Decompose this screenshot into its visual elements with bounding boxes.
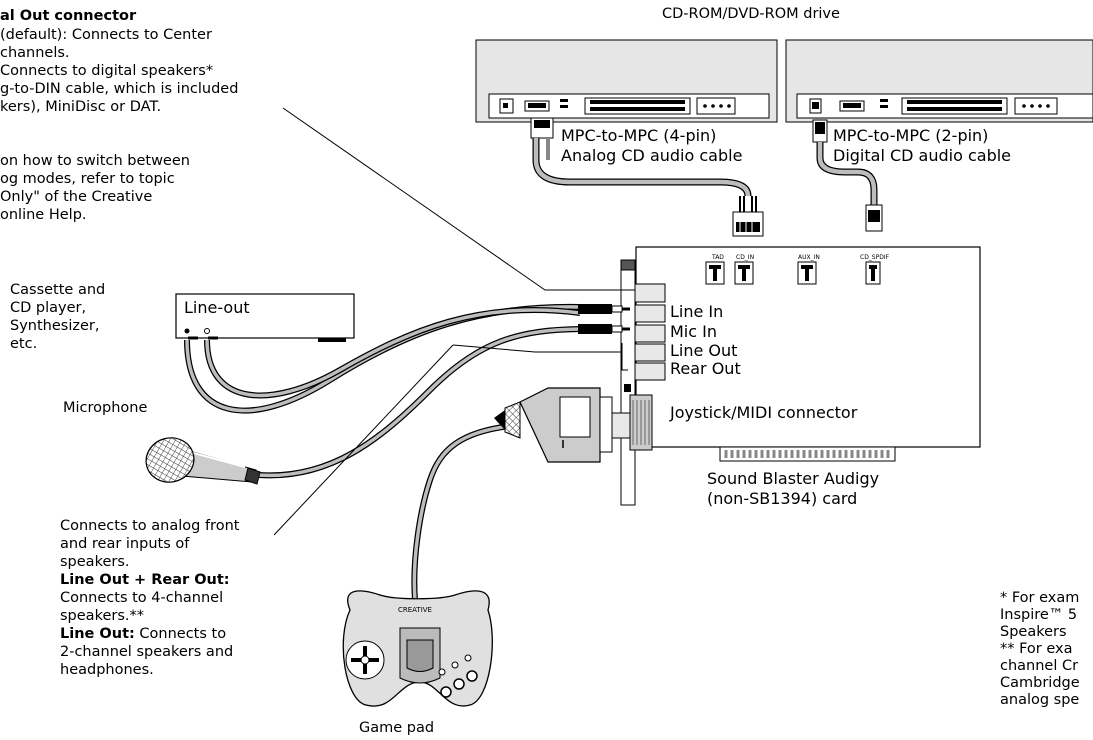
card-name: Sound Blaster Audigy	[707, 469, 880, 488]
footnote-line: Cambridge	[1000, 675, 1080, 691]
microphone-label: Microphone	[63, 400, 148, 416]
card-name: (non-SB1394) card	[707, 489, 858, 508]
cassette-player	[175, 293, 355, 342]
footnote-line: * For exam	[1000, 590, 1080, 606]
drives-title: CD-ROM/DVD-ROM drive	[662, 6, 840, 22]
intro-note-line: Only" of the Creative	[0, 189, 153, 205]
header-label-tad: TAD	[712, 254, 724, 261]
intro-title: al Out connector	[0, 8, 137, 24]
leader-lines	[273, 107, 635, 536]
footnote-line: analog spe	[1000, 692, 1080, 708]
cassette-label: etc.	[10, 336, 38, 352]
header-label-cd-in: CD_IN	[736, 254, 755, 261]
outputs-note-bold: Line Out + Rear Out:	[60, 572, 230, 588]
intro-line: kers), MiniDisc or DAT.	[0, 99, 162, 115]
analog-cable-label: Analog CD audio cable	[561, 146, 743, 165]
outputs-note-line: and rear inputs of	[60, 536, 190, 552]
jack-line-in: Line In	[670, 302, 724, 321]
jack-mic-in: Mic In	[670, 322, 717, 341]
gamepad-cable	[411, 422, 521, 601]
gamepad	[342, 590, 493, 707]
gamepad-label: Game pad	[359, 720, 435, 736]
outputs-note-line: Connects to 4-channel	[60, 590, 224, 606]
jack-rear-out: Rear Out	[670, 359, 741, 378]
intro-line: (default): Connects to Center	[0, 27, 212, 43]
intro-note-line: online Help.	[0, 207, 87, 223]
footnote-line: Inspire™ 5	[1000, 607, 1078, 623]
cassette-label: CD player,	[10, 300, 87, 316]
audio-plugs	[578, 304, 630, 334]
footnote-line: channel Cr	[1000, 658, 1079, 674]
joystick-connector	[494, 387, 631, 463]
header-label-aux-in: AUX_IN	[798, 254, 820, 261]
joystick-label: Joystick/MIDI connector	[670, 403, 858, 422]
outputs-note-line: speakers.	[60, 554, 130, 570]
cassette-label: Cassette and	[10, 282, 106, 298]
jack-line-out: Line Out	[670, 341, 738, 360]
outputs-note-line-out: Line Out: Connects to	[60, 626, 227, 642]
audio-cables	[184, 303, 581, 479]
intro-note-line: on how to switch between	[0, 153, 190, 169]
analog-cable-label: MPC-to-MPC (4-pin)	[561, 126, 717, 145]
cd-drive-analog	[475, 39, 778, 123]
outputs-note-line: speakers.**	[60, 608, 144, 624]
digital-cable-label: Digital CD audio cable	[833, 146, 1012, 165]
gamepad-brand: CREATIVE	[398, 606, 432, 614]
outputs-note-line: Connects to analog front	[60, 518, 240, 534]
intro-line: channels.	[0, 45, 70, 61]
cd-drive-digital	[785, 39, 1093, 123]
footnote-line: ** For exa	[1000, 641, 1073, 657]
intro-note-line: og modes, refer to topic	[0, 171, 175, 187]
cassette-label: Synthesizer,	[10, 318, 100, 334]
intro-line: Connects to digital speakers*	[0, 63, 214, 79]
intro-line: g-to-DIN cable, which is included	[0, 81, 239, 97]
footnote-line: Speakers	[1000, 624, 1067, 640]
sound-card	[620, 246, 981, 506]
outputs-note-line: headphones.	[60, 662, 154, 678]
digital-cable-label: MPC-to-MPC (2-pin)	[833, 126, 989, 145]
digital-cd-cable	[812, 119, 883, 232]
line-out-box-label: Line-out	[184, 298, 250, 317]
header-label-cd-spdif: CD_SPDIF	[860, 254, 890, 261]
microphone	[145, 437, 261, 485]
outputs-note-line: 2-channel speakers and	[60, 644, 234, 660]
analog-cd-cable	[530, 117, 764, 237]
